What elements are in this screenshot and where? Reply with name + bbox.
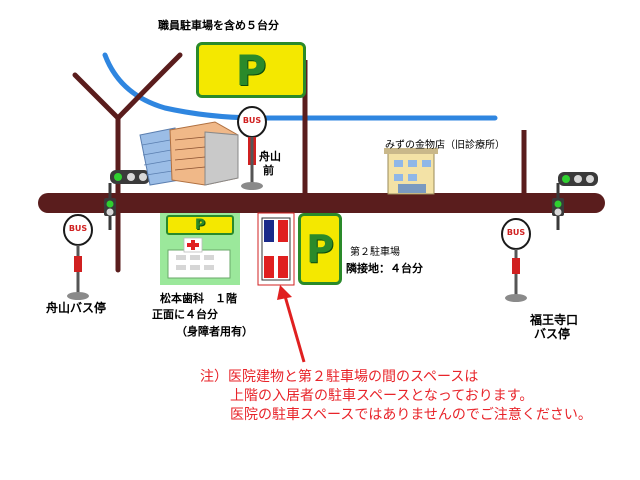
second-parking-sign: P [298,213,342,285]
bus-stop-funayama-near-label: 舟山 [259,150,281,163]
hospital-building-icon [139,121,239,186]
main-road [38,193,605,213]
bus-sign-text: BUS [242,116,262,125]
shop-name-label: みずの金物店（旧診療所） [385,140,505,151]
parking-letter: P [306,227,334,271]
staff-parking-label: 職員駐車場を含め５台分 [158,19,279,32]
staff-parking-sign: P [196,42,306,98]
note-line-2: 上階の入居者の駐車スペースとなっております。 [230,388,534,404]
bus-sign-text: BUS [68,224,88,233]
second-parking-label-1: 第２駐車場 [350,247,400,258]
red-arrow-icon [277,285,306,363]
bus-stop-right-label-1: 福王寺口 [530,313,579,327]
bus-stop-funayama-near-icon [237,106,267,190]
traffic-light-left-icon [104,170,150,230]
clinic-parking-sign: P [166,215,234,235]
parking-letter: P [194,217,206,233]
note-line-3: 医院の駐車スペースではありませんのでご注意ください。 [230,407,592,423]
bus-stop-left-icon [63,214,93,300]
bus-stop-funayama-near-sub-label: 前 [263,164,274,177]
bus-sign-text: BUS [506,228,526,237]
clinic-label-1: 松本歯科 １階 [160,292,237,305]
side-road-diagonal [115,52,183,121]
shop-building-icon [384,148,438,195]
note-line-1: 注）医院建物と第２駐車場の間のスペースは [200,369,479,385]
parking-letter: P [235,45,267,95]
bus-stop-left-label: 舟山バス停 [46,301,107,315]
resident-parking-space [257,212,295,286]
traffic-light-right-icon [552,172,598,230]
clinic-label-3: （身障者用有） [176,325,253,338]
second-parking-label-2: 隣接地：４台分 [346,262,423,275]
clinic-building-icon [167,237,231,279]
bus-stop-right-label-2: バス停 [534,327,571,341]
bus-stop-right-icon [501,218,531,302]
clinic-label-2: 正面に４台分 [152,308,218,321]
